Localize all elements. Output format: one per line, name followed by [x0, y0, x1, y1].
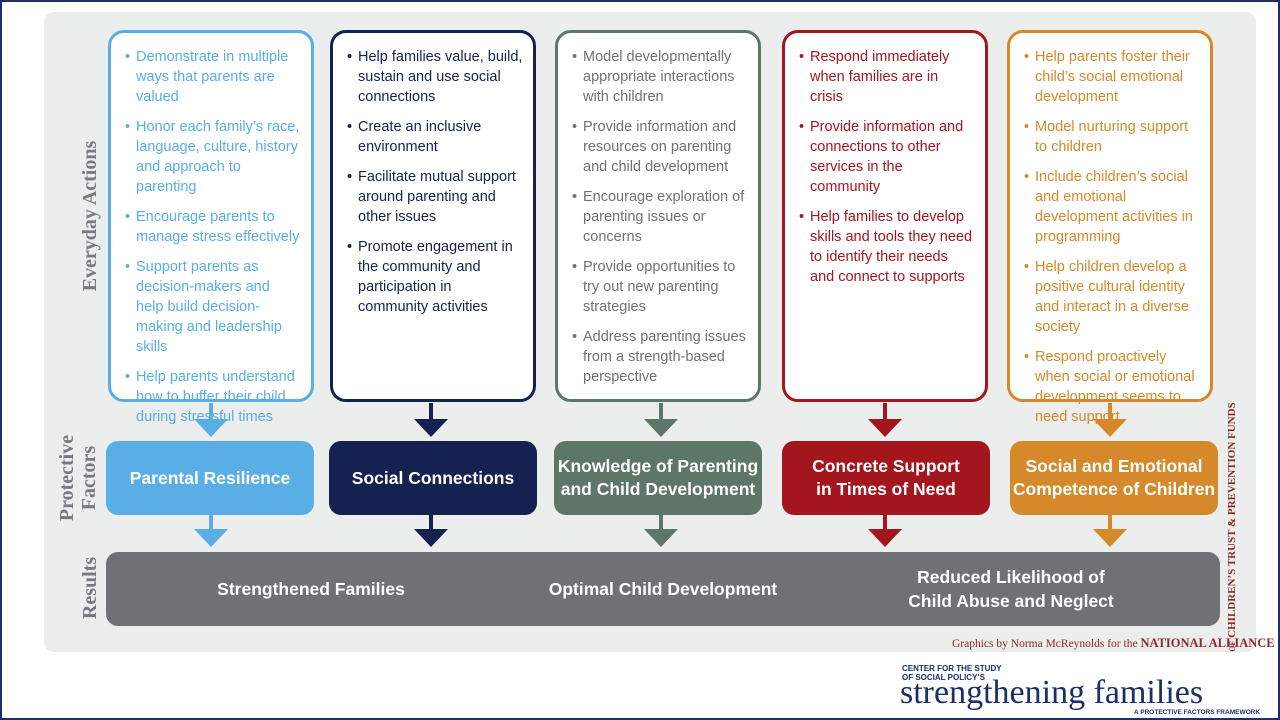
action-item: Support parents as decision-makers and h… [125, 257, 301, 357]
factor-line: in Times of Need [816, 479, 956, 499]
result-line: Reduced Likelihood of [917, 567, 1105, 587]
factor-line: and Child Development [560, 479, 756, 499]
graphics-credit: Graphics by Norma McReynolds for the NAT… [952, 636, 1275, 651]
result-reduced-likelihood: Reduced Likelihood of Child Abuse and Ne… [866, 552, 1156, 626]
result-strengthened-families: Strengthened Families [106, 552, 516, 626]
logo-tagline: A PROTECTIVE FACTORS FRAMEWORK [1134, 709, 1261, 716]
actions-box-social: Help families value, build, sustain and … [330, 30, 536, 402]
result-line: Child Abuse and Neglect [908, 591, 1114, 611]
logo-line1: CENTER FOR THE STUDY [902, 664, 1002, 673]
action-item: Help parents foster their child’s social… [1024, 47, 1200, 107]
protective-factor-knowledge: Knowledge of Parenting and Child Developm… [554, 441, 762, 515]
actions-box-knowledge: Model developmentally appropriate intera… [555, 30, 761, 402]
action-item: Provide information and connections to o… [799, 117, 975, 197]
action-item: Create an inclusive environment [347, 117, 523, 157]
results-bar: Strengthened Families Optimal Child Deve… [106, 552, 1220, 626]
actions-box-concrete: Respond immediately when families are in… [782, 30, 988, 402]
result-line: Optimal Child Development [548, 579, 778, 599]
row-label-factors: Protective Factors [56, 435, 100, 521]
result-line: Strengthened Families [217, 579, 405, 599]
action-item: Help families to develop skills and tool… [799, 207, 975, 287]
row-label-factors-line2: Factors [78, 445, 100, 511]
logo-subtitle: CENTER FOR THE STUDY OF SOCIAL POLICY’S [902, 664, 1002, 682]
result-optimal-child-development: Optimal Child Development [546, 552, 780, 626]
factor-line: Knowledge of Parenting [557, 456, 759, 476]
factor-line: Competence of Children [1012, 479, 1216, 499]
actions-list: Help parents foster their child’s social… [1024, 47, 1200, 427]
action-item: Facilitate mutual support around parenti… [347, 167, 523, 227]
action-item: Provide information and resources on par… [572, 117, 748, 177]
credit-org: NATIONAL ALLIANCE [1140, 636, 1275, 650]
protective-factor-social: Social Connections [329, 441, 537, 515]
action-item: Encourage exploration of parenting issue… [572, 187, 748, 247]
action-item: Model developmentally appropriate intera… [572, 47, 748, 107]
side-credit: of CHILDREN’S TRUST & PREVENTION FUNDS [1226, 402, 1238, 652]
actions-box-competence: Help parents foster their child’s social… [1007, 30, 1213, 425]
action-item: Respond immediately when families are in… [799, 47, 975, 107]
actions-list: Demonstrate in multiple ways that parent… [125, 47, 301, 427]
action-item: Demonstrate in multiple ways that parent… [125, 47, 301, 107]
row-label-actions: Everyday Actions [79, 140, 101, 292]
action-item: Help families value, build, sustain and … [347, 47, 523, 107]
action-item: Model nurturing support to children [1024, 117, 1200, 157]
action-item: Respond proactively when social or emoti… [1024, 347, 1200, 427]
factor-line: Concrete Support [812, 456, 960, 476]
action-item: Honor each family’s race, language, cult… [125, 117, 301, 197]
actions-list: Help families value, build, sustain and … [347, 47, 523, 317]
logo-wordmark: strengthening families [900, 674, 1204, 711]
action-item: Provide opportunities to try out new par… [572, 257, 748, 317]
factor-line: Parental Resilience [129, 467, 291, 488]
protective-factor-concrete: Concrete Support in Times of Need [782, 441, 990, 515]
action-item: Help children develop a positive cultura… [1024, 257, 1200, 337]
factor-line: Social and Emotional [1025, 456, 1203, 476]
protective-factor-resilience: Parental Resilience [106, 441, 314, 515]
actions-list: Model developmentally appropriate intera… [572, 47, 748, 387]
credit-prefix: Graphics by Norma McReynolds for the [952, 638, 1138, 650]
action-item: Include children’s social and emotional … [1024, 167, 1200, 247]
action-item: Encourage parents to manage stress effec… [125, 207, 301, 247]
action-item: Help parents understand how to buffer th… [125, 367, 301, 427]
row-label-factors-line1: Protective [56, 434, 78, 522]
actions-list: Respond immediately when families are in… [799, 47, 975, 287]
factor-line: Social Connections [351, 467, 515, 488]
action-item: Address parenting issues from a strength… [572, 327, 748, 387]
logo-line2: OF SOCIAL POLICY’S [902, 673, 985, 682]
action-item: Promote engagement in the community and … [347, 237, 523, 317]
actions-box-resilience: Demonstrate in multiple ways that parent… [108, 30, 314, 425]
row-label-results: Results [79, 556, 101, 620]
